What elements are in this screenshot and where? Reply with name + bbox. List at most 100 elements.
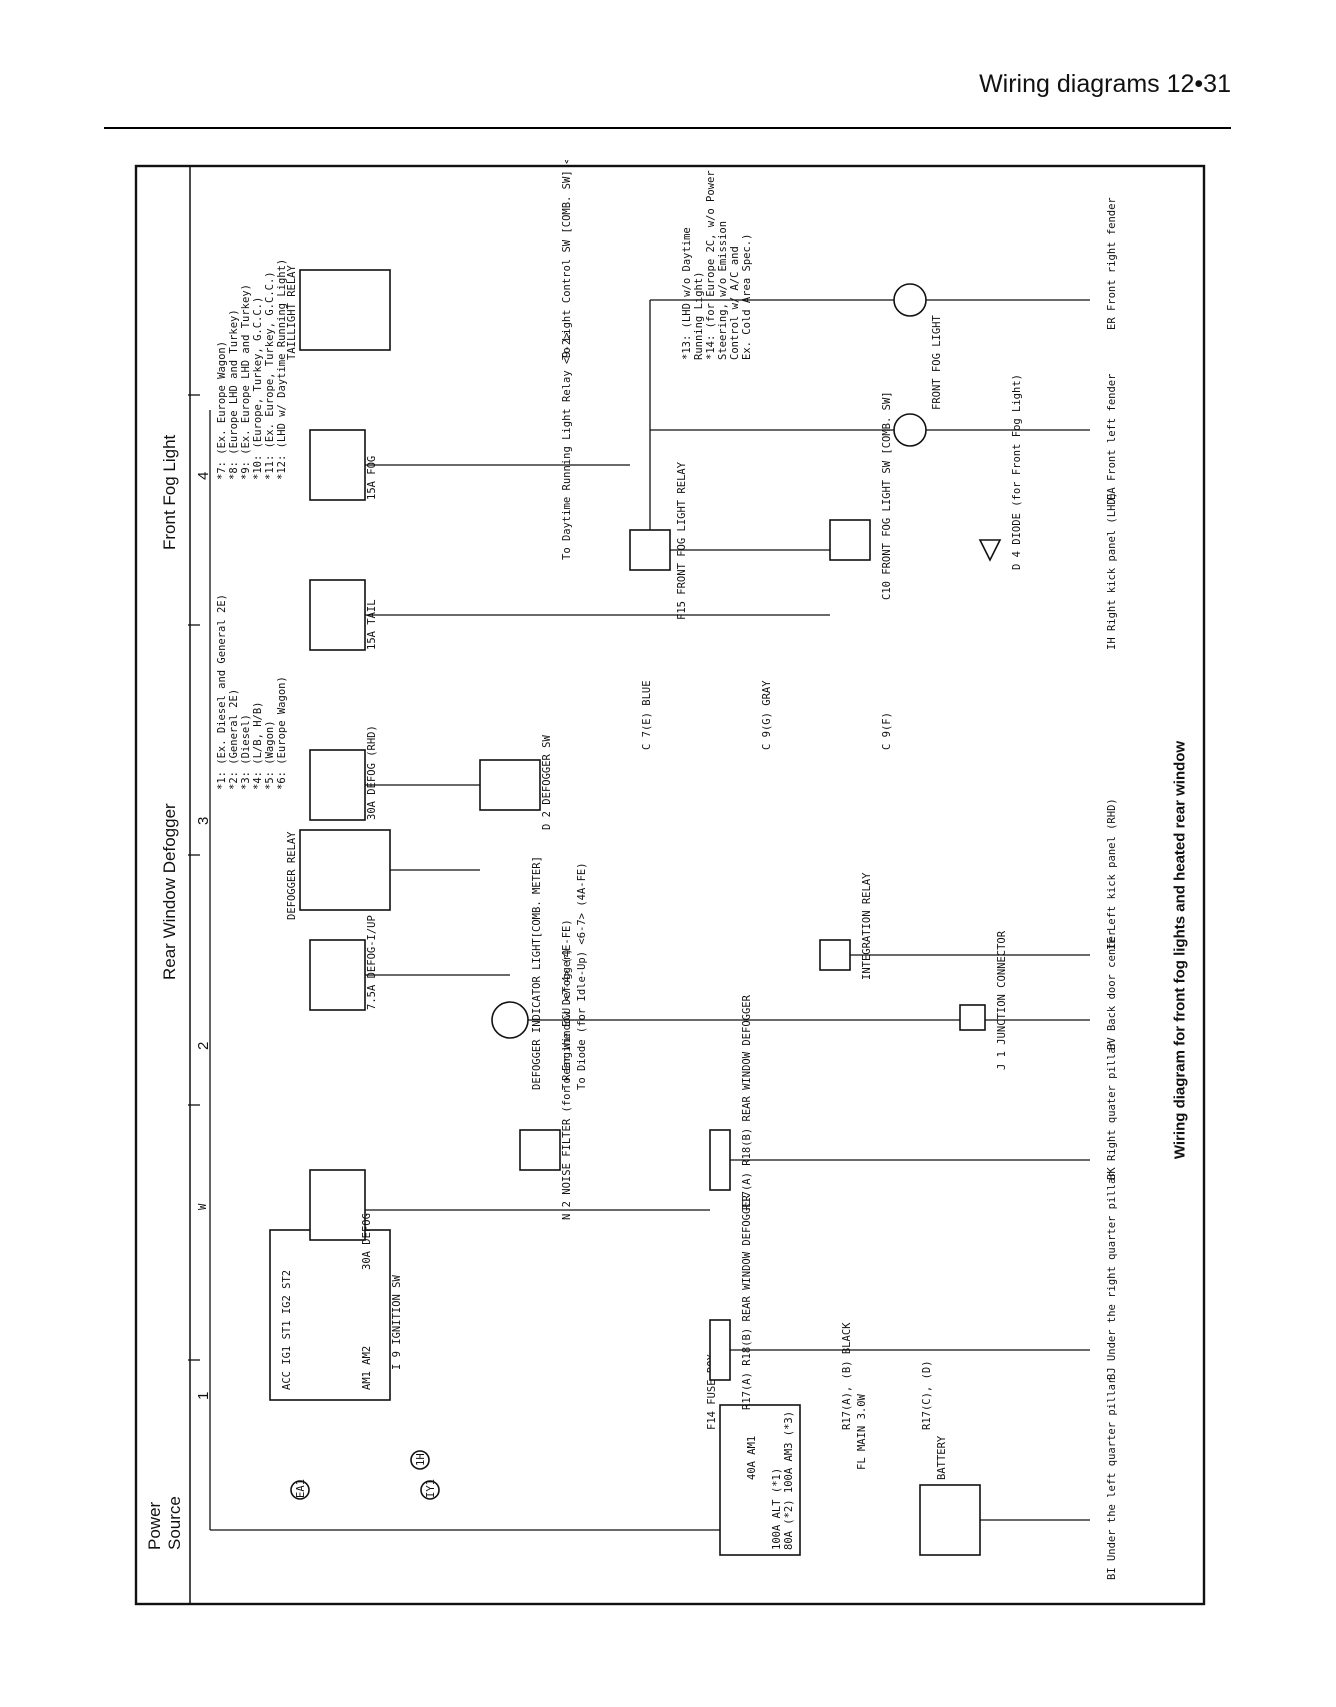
diode-d4-label: D 4 DIODE (for Front Fog Light) bbox=[1011, 374, 1023, 570]
grid-number-1: 1 bbox=[195, 1392, 212, 1400]
connector-EA1 bbox=[290, 1480, 310, 1500]
ground-label-7: EA Front left fender bbox=[1106, 374, 1118, 500]
ignition-switch-label: I 9 IGNITION SW bbox=[391, 1274, 403, 1370]
fuse-box bbox=[719, 1404, 801, 1556]
junction-connector-label: J 1 JUNCTION CONNECTOR bbox=[996, 930, 1008, 1070]
integration-relay bbox=[819, 939, 851, 971]
figure-caption: Wiring diagram for front fog lights and … bbox=[1171, 740, 1189, 1160]
fl-main-label: FL MAIN 3.0W bbox=[856, 1393, 868, 1470]
note-14c: Control w/ A/C and bbox=[729, 246, 741, 360]
ground-label-1: BI Under the left quarter pillar bbox=[1106, 1378, 1118, 1580]
taillight-relay-label: TAILLIGHT RELAY bbox=[286, 264, 298, 360]
rotated-diagram: Power Source Rear Window Defogger Front … bbox=[145, 88, 1118, 1604]
fuse-alt-label-2: 80A (*2) 100A AM3 (*3) bbox=[783, 1411, 795, 1550]
note-3: *3: (Diesel) bbox=[240, 714, 252, 790]
fuse-15a-fog bbox=[309, 429, 366, 501]
battery bbox=[919, 1484, 981, 1556]
page-title: Wiring diagrams 12•31 bbox=[979, 70, 1231, 98]
note-14b: Steering, w/o Emission bbox=[717, 221, 729, 360]
legend-r17cd: R17(C), (D) bbox=[921, 1360, 933, 1430]
rear-window-defogger-label-2: R17(A) R18(B) REAR WINDOW DEFOGGER bbox=[741, 994, 753, 1210]
section-power-source: Power Source bbox=[145, 1496, 184, 1550]
front-fog-light-switch[interactable] bbox=[829, 519, 871, 561]
ground-label-6: IH Right kick panel (LHD) bbox=[1106, 492, 1118, 650]
note-14a: *14: (for Europe 2C, w/o Power bbox=[705, 170, 717, 360]
fuse-15a-tail bbox=[309, 579, 366, 651]
grid-number-3: 3 bbox=[195, 817, 212, 825]
note-5: *5: (Wagon) bbox=[264, 720, 276, 790]
front-fog-light-relay-label: F15 FRONT FOG LIGHT RELAY bbox=[676, 461, 688, 620]
section-label-fog: Front Fog Light bbox=[160, 434, 179, 550]
note-1: *1: (Ex. Diesel and General 2E) bbox=[216, 594, 228, 790]
defogger-relay bbox=[299, 829, 391, 911]
section-label-defogger: Rear Window Defogger bbox=[160, 803, 179, 980]
defogger-switch-label: D 2 DEFOGGER SW bbox=[541, 734, 553, 830]
noise-filter-label: N 2 NOISE FILTER (for Rear Window Defogg… bbox=[561, 948, 573, 1220]
section-front-fog-light: Front Fog Light bbox=[160, 434, 179, 550]
defogger-indicator-label: DEFOGGER INDICATOR LIGHT[COMB. METER] bbox=[531, 856, 543, 1090]
fuse-15a-tail-label: 15A TAIL bbox=[366, 599, 378, 650]
fuse-15a-fog-label: 15A FOG bbox=[366, 456, 378, 500]
footnotes-right: *7: (Ex. Europe Wagon) *8: (Europe LHD a… bbox=[216, 259, 288, 480]
defogger-indicator-lamp bbox=[491, 1001, 529, 1039]
grounds: BI Under the left quarter pillar BJ Unde… bbox=[1106, 197, 1118, 1580]
note-4: *4: (L/B, H/B) bbox=[252, 701, 264, 790]
ig-acc: ACC IG1 ST1 IG2 ST2 bbox=[281, 1270, 293, 1390]
note-14d: Ex. Cold Area Spec.) bbox=[741, 234, 753, 360]
rear-window-defogger-grid-1 bbox=[709, 1319, 731, 1381]
dest-engine-ecu: To Engine ECU <7-4> (4E-FE) bbox=[561, 919, 573, 1090]
front-fog-light-rh bbox=[893, 283, 927, 317]
grid-number-4: 4 bbox=[195, 472, 212, 480]
fuse-30a-defog-label: 30A DEFOG bbox=[361, 1213, 373, 1270]
taillight-relay bbox=[299, 269, 391, 351]
fuse-alt-label: 100A ALT (*1) bbox=[771, 1468, 783, 1550]
legend-c7e: C 7(E) BLUE bbox=[641, 680, 653, 750]
legend-c9f: C 9(F) bbox=[881, 712, 893, 750]
ground-label-5: IE Left kick panel (RHD) bbox=[1106, 798, 1118, 950]
integration-relay-label: INTEGRATION RELAY bbox=[861, 872, 873, 980]
legend-r17ab: R17(A), (B) BLACK bbox=[841, 1322, 853, 1430]
front-fog-light-switch-label: C10 FRONT FOG LIGHT SW [COMB. SW] bbox=[881, 391, 893, 600]
defogger-relay-label: DEFOGGER RELAY bbox=[286, 831, 298, 920]
connector-EA1-label: EA1 bbox=[295, 1479, 307, 1498]
note-8: *8: (Europe LHD and Turkey) bbox=[228, 309, 240, 480]
note-12: *12: (LHD w/ Daytime Running Light) bbox=[276, 259, 288, 480]
front-fog-light-lh bbox=[893, 413, 927, 447]
rear-window-defogger-label-1: R17(A) R18(B) REAR WINDOW DEFOGGER bbox=[741, 1194, 753, 1410]
ground-label-2: BJ Under the right quarter pillar bbox=[1106, 1171, 1118, 1380]
connector-IY1-label: IY1 bbox=[425, 1479, 437, 1498]
defogger-switch[interactable] bbox=[479, 759, 541, 811]
wire-label-w: W bbox=[197, 1203, 209, 1210]
footnotes-left: *1: (Ex. Diesel and General 2E) *2: (Gen… bbox=[216, 594, 288, 790]
section-label-source: Source bbox=[165, 1496, 184, 1550]
wiring-diagram: Power Source Rear Window Defogger Front … bbox=[130, 88, 1210, 1610]
note-7: *7: (Ex. Europe Wagon) bbox=[216, 341, 228, 480]
grid-number-2: 2 bbox=[195, 1042, 212, 1050]
note-6: *6: (Europe Wagon) bbox=[276, 676, 288, 790]
rear-window-defogger-grid-2 bbox=[709, 1129, 731, 1191]
footnotes-far: *13: (LHD w/o Daytime Running Light) *14… bbox=[681, 170, 753, 360]
noise-filter bbox=[519, 1129, 561, 1171]
battery-label: BATTERY bbox=[936, 1435, 948, 1480]
ground-label-8: ER Front right fender bbox=[1106, 197, 1118, 330]
note-13b: Running Light) bbox=[693, 271, 705, 360]
page-header: Wiring diagrams 12•31 bbox=[0, 70, 1336, 130]
note-9: *9: (Ex. Europe LHD and Turkey) bbox=[240, 284, 252, 480]
ig-am: AM1 AM2 bbox=[361, 1346, 373, 1390]
wiring-diagram-svg: Power Source Rear Window Defogger Front … bbox=[134, 88, 1206, 1606]
note-10: *10: (Europe, Turkey, G.C.C.) bbox=[252, 297, 264, 480]
note-13a: *13: (LHD w/o Daytime bbox=[681, 227, 693, 360]
section-label-power: Power bbox=[145, 1501, 164, 1550]
note-11: *11: (Ex. Europe, Turkey, G.C.C.) bbox=[264, 271, 276, 480]
junction-connector bbox=[959, 1004, 986, 1031]
fuse-30a-defog-rhd bbox=[309, 749, 366, 821]
fuse-30a-defog bbox=[309, 1169, 366, 1241]
dest-light-control: To Light Control SW [COMB. SW] <10-1><10… bbox=[561, 160, 573, 360]
dest-diode: To Diode (for Idle-Up) <6-7> (4A-FE) bbox=[576, 862, 588, 1090]
fuse-30a-rhd-label: 30A DEFOG (RHD) bbox=[366, 725, 378, 820]
legend-c9g: C 9(G) GRAY bbox=[761, 680, 773, 750]
fuse-am1-label: 40A AM1 bbox=[746, 1436, 758, 1480]
header-rule bbox=[104, 127, 1231, 129]
connector-1H-label: 1H bbox=[415, 1453, 427, 1466]
connector-IY1 bbox=[420, 1480, 440, 1500]
